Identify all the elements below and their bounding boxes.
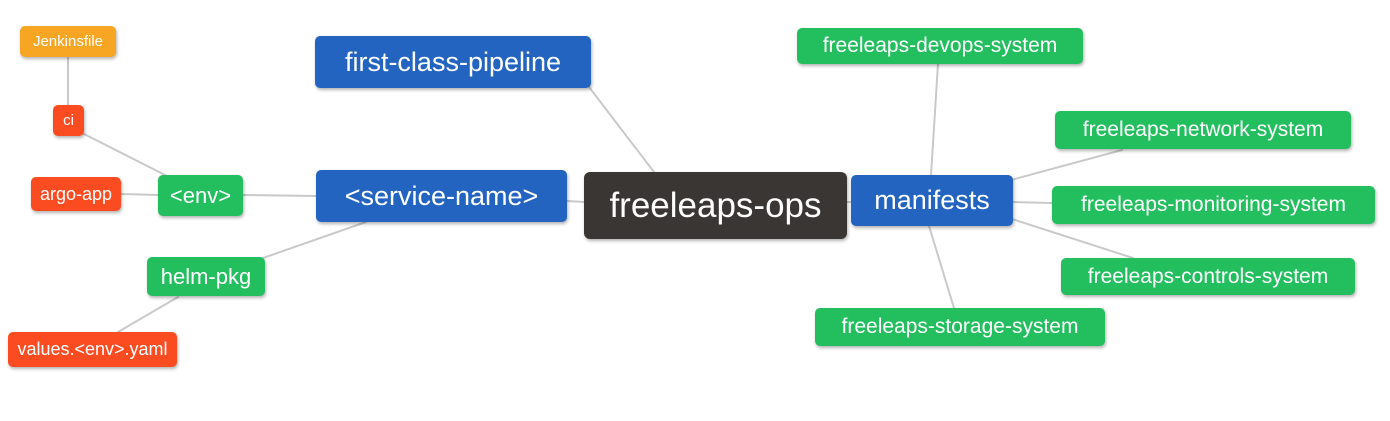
node-freeleaps-devops-system[interactable]: freeleaps-devops-system	[797, 28, 1083, 64]
edge-manifests-controls	[1011, 218, 1134, 259]
node-freeleaps-network-system[interactable]: freeleaps-network-system	[1055, 111, 1351, 149]
node-freeleaps-monitoring-system[interactable]: freeleaps-monitoring-system	[1052, 186, 1375, 224]
edge-manifests-monitoring	[1012, 201, 1053, 204]
node-service-name[interactable]: <service-name>	[316, 170, 567, 222]
node-freeleaps-ops-root[interactable]: freeleaps-ops	[584, 172, 847, 239]
node-jenkinsfile[interactable]: Jenkinsfile	[20, 26, 116, 57]
edge-argo-app-env	[120, 193, 159, 196]
node-env[interactable]: <env>	[158, 175, 243, 216]
node-manifests[interactable]: manifests	[851, 175, 1013, 226]
node-helm-pkg[interactable]: helm-pkg	[147, 257, 265, 296]
node-freeleaps-storage-system[interactable]: freeleaps-storage-system	[815, 308, 1105, 346]
node-freeleaps-controls-system[interactable]: freeleaps-controls-system	[1061, 258, 1355, 295]
edge-manifests-devops	[930, 63, 939, 176]
edge-service-name-freeleaps-ops	[566, 200, 585, 203]
edge-helm-pkg-service-name	[262, 221, 367, 259]
node-first-class-pipeline[interactable]: first-class-pipeline	[315, 36, 591, 88]
node-argo-app[interactable]: argo-app	[31, 177, 121, 211]
edge-manifests-network	[1010, 149, 1123, 181]
node-values-env-yaml[interactable]: values.<env>.yaml	[8, 332, 177, 367]
edge-manifests-storage	[928, 225, 955, 309]
edge-env-service-name	[242, 194, 317, 197]
node-ci[interactable]: ci	[53, 105, 84, 136]
edge-pipeline-freeleaps-ops	[588, 86, 655, 173]
edge-ci-env	[83, 133, 168, 177]
edge-values-helm-pkg	[117, 296, 179, 333]
